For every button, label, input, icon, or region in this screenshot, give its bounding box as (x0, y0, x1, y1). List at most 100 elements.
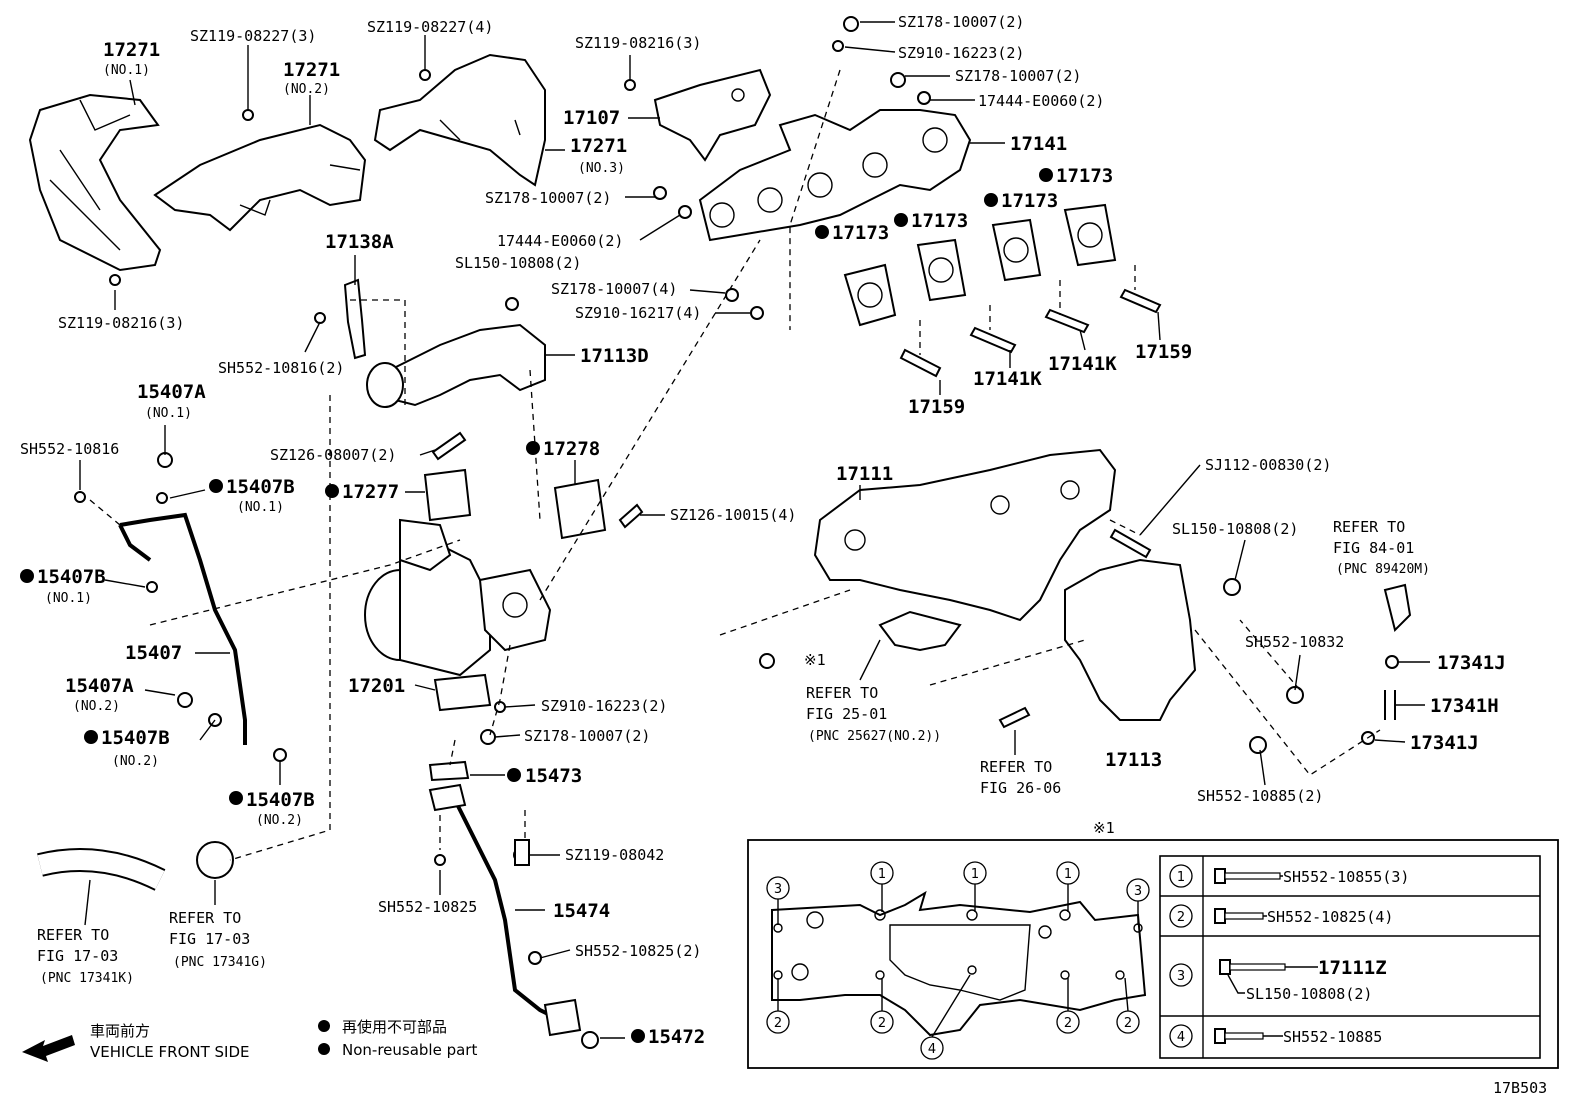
label-sz910-16223-2a: SZ910-16223(2) (898, 44, 1024, 62)
inset-table-part: SH552-10855(3) (1283, 868, 1409, 886)
inset-callout: 1 (1064, 867, 1072, 882)
inset-box (747, 839, 1559, 1069)
inset-table-num: 3 (1177, 969, 1185, 984)
label-15407a-no1-sub: (NO.1) (145, 406, 192, 421)
inset-gasket-outline (771, 890, 1147, 1037)
inset-callout: 2 (1124, 1016, 1132, 1031)
label-17201: 17201 (348, 675, 405, 697)
label-refer84-line3: (PNC 89420M) (1336, 562, 1430, 577)
label-17271-no3-sub: (NO.3) (578, 161, 625, 176)
label-sz910-16223-2b: SZ910-16223(2) (541, 697, 667, 715)
label-17111: 17111 (836, 463, 893, 485)
label-leaders (79, 21, 1430, 1039)
label-15407b-no2-sub: (NO.2) (112, 754, 159, 769)
nonreusable-dot-icon (318, 1020, 330, 1032)
gasket-25627 (878, 610, 962, 652)
legend-nonreuse-en: Non-reusable part (342, 1041, 477, 1059)
label-mark1: ※1 (804, 651, 826, 669)
label-refer26-line2: FIG 26-06 (980, 779, 1061, 797)
label-refer1703a-line1: REFER TO (37, 926, 109, 944)
label-17141: 17141 (1010, 133, 1067, 155)
inset-holes (773, 909, 1143, 980)
label-sz910-16217-4: SZ910-16217(4) (575, 304, 701, 322)
bracket-17138a (343, 278, 367, 360)
label-17444-e0060-a: 17444-E0060(2) (978, 92, 1104, 110)
label-15407: 15407 (125, 642, 182, 664)
label-17278: 17278 (543, 438, 600, 460)
label-17173-c: 17173 (911, 210, 968, 232)
label-17341j-a: 17341J (1437, 652, 1506, 674)
label-sz119-08227-3: SZ119-08227(3) (190, 27, 316, 45)
gasket-15473 (428, 760, 470, 782)
label-refer25-line2: FIG 25-01 (806, 705, 887, 723)
label-17271-no3: 17271 (570, 135, 627, 157)
label-refer1703b-line2: FIG 17-03 (169, 930, 250, 948)
label-17341h: 17341H (1430, 695, 1499, 717)
label-sz119-08216-3b: SZ119-08216(3) (58, 314, 184, 332)
label-17141k-a: 17141K (973, 368, 1042, 390)
label-sz178-10007-2c: SZ178-10007(2) (485, 189, 611, 207)
inset-table (1159, 855, 1541, 1059)
label-17159-a: 17159 (1135, 341, 1192, 363)
clamp-17341g (196, 841, 234, 879)
label-15407b-no1b-sub: (NO.1) (45, 591, 92, 606)
inset-callout: 2 (1064, 1016, 1072, 1031)
label-drawing-code: 17B503 (1493, 1079, 1547, 1097)
label-inset-mark: ※1 (1093, 819, 1115, 837)
inset-callout: 1 (971, 867, 979, 882)
label-17271-no1: 17271 (103, 39, 160, 61)
heat-insulator-no2 (153, 123, 367, 232)
inset-bolt-icons (1214, 868, 1286, 1044)
label-sl150-10808-b: SL150-10808(2) (1172, 520, 1298, 538)
label-sz126-08007-2: SZ126-08007(2) (270, 446, 396, 464)
label-refer1703a-line3: (PNC 17341K) (40, 971, 134, 986)
inset-table-part: SH552-10885 (1283, 1028, 1382, 1046)
inset-table-part: SH552-10825(4) (1267, 908, 1393, 926)
label-17113d: 17113D (580, 345, 649, 367)
inset-callout: 3 (1134, 884, 1142, 899)
label-refer26-line1: REFER TO (980, 758, 1052, 776)
housing-17111 (813, 448, 1117, 622)
gasket-17173-group (843, 203, 1117, 327)
gasket-17278 (553, 478, 607, 540)
label-15407b-no1-sub: (NO.1) (237, 500, 284, 515)
label-refer1703b-line1: REFER TO (169, 909, 241, 927)
label-17271-no2: 17271 (283, 59, 340, 81)
label-15407a-no2-sub: (NO.2) (73, 699, 120, 714)
inset-callout: 3 (774, 882, 782, 897)
label-15407b-no1b: 15407B (37, 566, 106, 588)
label-sh552-10816: SH552-10816 (20, 440, 119, 458)
label-15407a-no1: 15407A (137, 381, 206, 403)
inset-callout: 2 (878, 1016, 886, 1031)
label-17141k-b: 17141K (1048, 353, 1117, 375)
label-15474: 15474 (553, 900, 610, 922)
inset-callout: 1 (878, 867, 886, 882)
heat-insulator-no3 (373, 53, 546, 187)
oil-pipe-15474 (453, 799, 561, 1022)
inset-table-num: 1 (1177, 870, 1185, 885)
label-17159-b: 17159 (908, 396, 965, 418)
label-17341j-b: 17341J (1410, 732, 1479, 754)
inset-callout: 4 (928, 1042, 936, 1057)
label-17444-e0060-b: 17444-E0060(2) (497, 232, 623, 250)
label-15407b-no1: 15407B (226, 476, 295, 498)
label-sz178-10007-2a: SZ178-10007(2) (898, 13, 1024, 31)
label-17173-a: 17173 (1056, 165, 1113, 187)
label-17277: 17277 (342, 481, 399, 503)
bracket-17107 (653, 68, 772, 162)
label-17173-b: 17173 (1001, 190, 1058, 212)
label-15473: 15473 (525, 765, 582, 787)
label-refer1703b-line3: (PNC 17341G) (173, 955, 267, 970)
label-sz126-10015-4: SZ126-10015(4) (670, 506, 796, 524)
studs-group (431, 288, 1162, 729)
inset-table-num: 2 (1177, 910, 1185, 925)
legend-front-jp: 車両前方 (90, 1022, 150, 1040)
bracket-89420m (1383, 583, 1412, 632)
label-sz119-08227-4: SZ119-08227(4) (367, 18, 493, 36)
label-sh552-10816-2: SH552-10816(2) (218, 359, 344, 377)
vehicle-front-arrow-icon (22, 1035, 75, 1062)
label-refer25-line3: (PNC 25627(NO.2)) (808, 729, 941, 744)
label-17173-d: 17173 (832, 222, 889, 244)
legend-front-en: VEHICLE FRONT SIDE (90, 1043, 250, 1061)
